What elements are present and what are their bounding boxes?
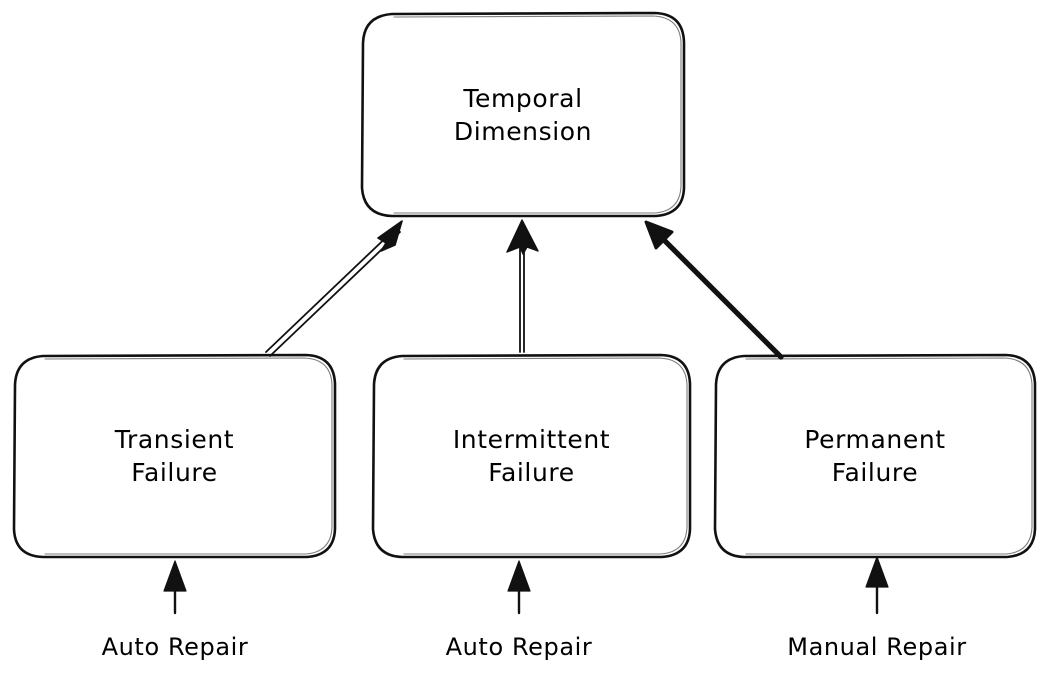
connector-permanent-to-temporal <box>644 220 784 360</box>
node-label-intermittent-failure: Intermittent Failure <box>452 425 611 487</box>
node-label-permanent-failure: Permanent Failure <box>804 425 946 487</box>
connector-transient-to-temporal <box>265 220 403 357</box>
node-shape-intermittent-failure[interactable] <box>371 353 692 559</box>
node-permanent-failure[interactable]: Permanent Failure <box>715 355 1035 557</box>
connector-auto-repair-to-intermittent <box>507 560 531 615</box>
node-label-transient-failure: Transient Failure <box>114 425 235 487</box>
node-shape-temporal-dimension[interactable] <box>360 11 686 218</box>
edge-label-auto-repair-transient: Auto Repair <box>101 633 249 661</box>
edge-label-auto-repair-intermittent: Auto Repair <box>445 633 593 661</box>
node-temporal-dimension[interactable]: Temporal Dimension <box>362 13 684 216</box>
connector-auto-repair-to-transient <box>163 560 187 615</box>
node-shape-transient-failure[interactable] <box>12 353 337 559</box>
edge-label-manual-repair-permanent: Manual Repair <box>787 633 967 661</box>
node-intermittent-failure[interactable]: Intermittent Failure <box>373 355 690 557</box>
connector-manual-repair-to-permanent <box>865 556 889 615</box>
node-shape-permanent-failure[interactable] <box>713 353 1037 559</box>
connector-intermittent-to-temporal <box>506 219 539 353</box>
node-transient-failure[interactable]: Transient Failure <box>14 355 335 557</box>
node-label-temporal-dimension: Temporal Dimension <box>453 83 593 146</box>
